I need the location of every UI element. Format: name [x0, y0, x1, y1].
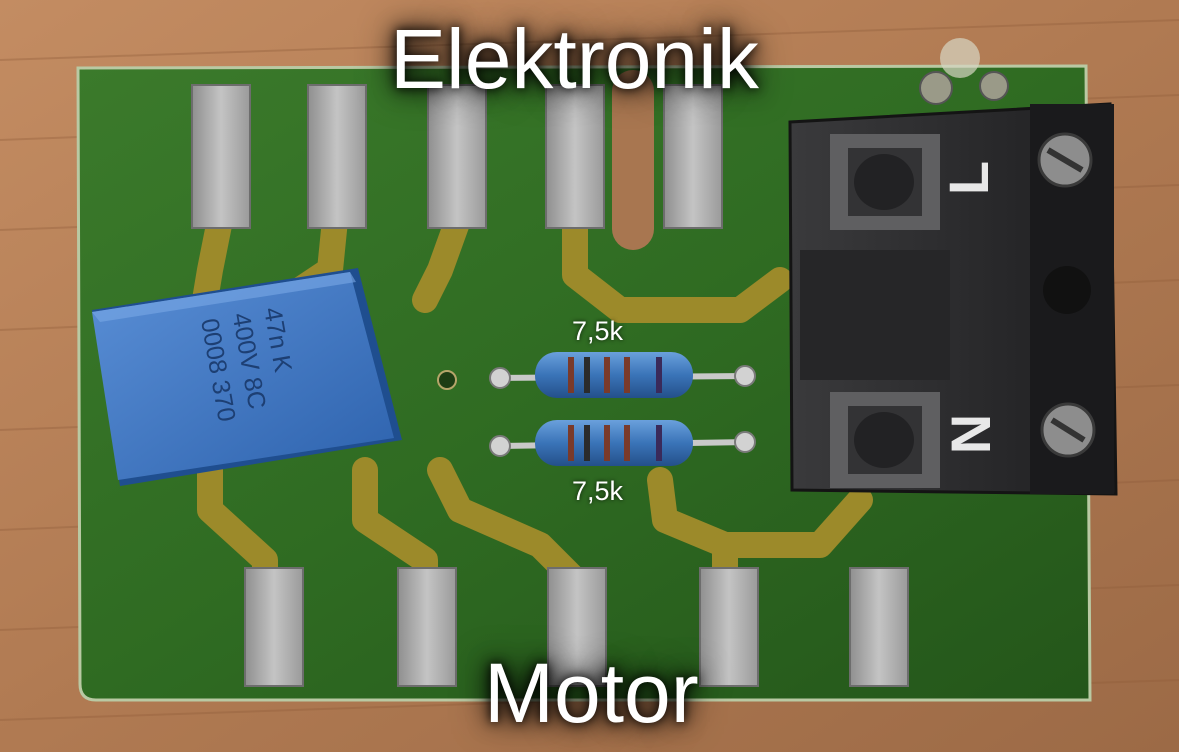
label-elektronik: Elektronik	[390, 12, 759, 106]
solder-pad	[545, 84, 605, 229]
label-motor: Motor	[484, 646, 699, 740]
terminal-pin-label-l: L	[937, 161, 1000, 195]
solder-pad	[849, 567, 909, 687]
resistor-value-top: 7,5k	[572, 316, 624, 346]
top-solder-pads	[191, 84, 723, 229]
terminal-solder-blobs	[919, 38, 1009, 105]
solder-pad	[397, 567, 457, 687]
resistor-value-bottom: 7,5k	[572, 476, 624, 506]
pcb-slot	[612, 70, 654, 250]
solder-pad	[307, 84, 367, 229]
terminal-pin-label-n: N	[939, 414, 1002, 454]
solder-pad	[191, 84, 251, 229]
screw-hole	[1043, 266, 1091, 314]
solder-pad	[663, 84, 723, 229]
resistor-bottom	[535, 420, 693, 466]
solder-pad	[699, 567, 759, 687]
mounting-hole	[437, 370, 457, 390]
terminal-block: L N	[788, 102, 1118, 496]
solder-joint	[489, 435, 511, 457]
bottom-solder-pads	[244, 567, 909, 687]
solder-pad	[427, 84, 487, 229]
resistor-top	[535, 352, 693, 398]
solder-joint	[489, 367, 511, 389]
solder-pad	[547, 567, 607, 687]
film-capacitor: 47n K 400V 8C 0008 370	[92, 268, 402, 486]
solder-joint	[734, 431, 756, 453]
solder-joint	[734, 365, 756, 387]
solder-pad	[244, 567, 304, 687]
